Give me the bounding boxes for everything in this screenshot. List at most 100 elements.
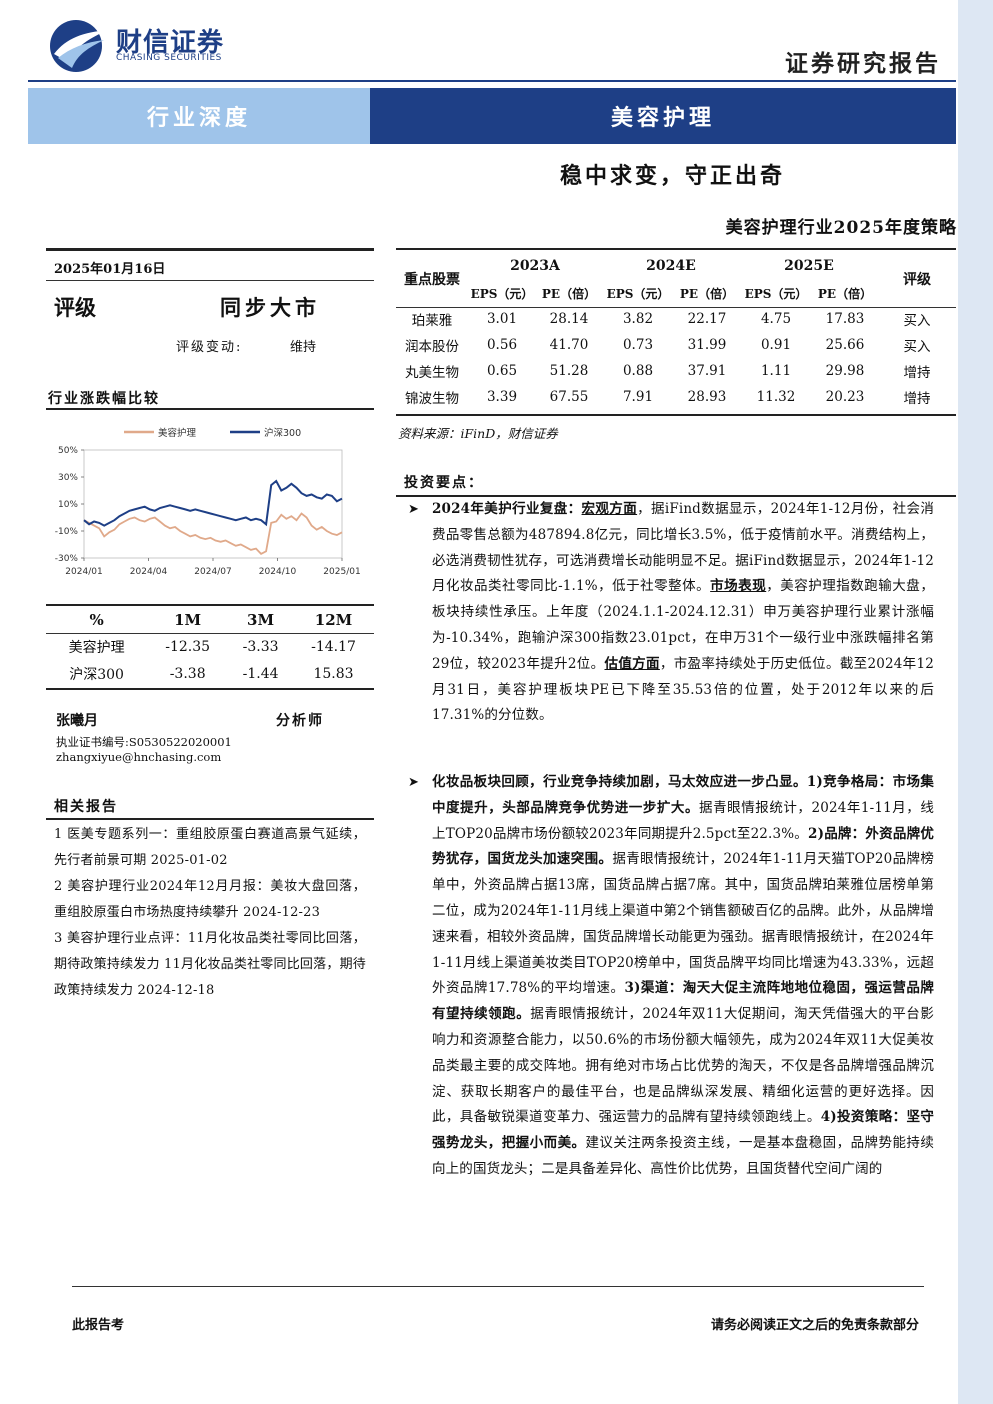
series-line-1 [83, 512, 343, 556]
perf-header-cell: 1M [174, 610, 202, 629]
related-report-3[interactable]: 3 美容护理行业点评：11月化妆品类社零同比回落，期待政策持续发力 11月化妆品… [54, 931, 366, 998]
perf-heading-rule [46, 408, 374, 410]
kp1-text-1: ，据iFind数据显示，2024年1-12月份，社会消费品零售总额为487894… [432, 501, 934, 595]
stock-cell: 31.99 [687, 337, 727, 353]
stock-cell: 润本股份 [405, 339, 459, 355]
related-report-2[interactable]: 2 美容护理行业2024年12月月报：美妆大盘回落，重组胶原蛋白市场热度持续攀升… [54, 879, 366, 920]
kp2-bold-4: 4)投资策略：坚守强势龙头，把握小而美。 [432, 1109, 934, 1152]
key-points-rule [396, 495, 956, 497]
y-tick-label: 10% [58, 500, 78, 510]
report-date: 2025年01月16日 [54, 262, 166, 277]
stock-cell: 28.93 [687, 389, 727, 405]
stock-cell: 0.65 [486, 363, 518, 379]
legend-label: 沪深300 [264, 427, 301, 439]
stock-cell: 67.55 [549, 389, 589, 405]
rating-change-label: 评级变动: [176, 340, 243, 355]
stock-column-header: 重点股票 [404, 272, 460, 288]
table-row: 锦波生物 3.39 67.55 7.91 28.93 11.32 20.23 增… [396, 384, 956, 410]
logo-name: 财信证券 [116, 28, 225, 58]
stock-cell: 28.14 [549, 311, 589, 327]
report-subtitle: 美容护理行业2025年度策略 [725, 218, 957, 238]
stock-cell: 22.17 [687, 311, 727, 327]
footer-rule [72, 1286, 924, 1287]
kp1-bold-1: 2024年美护行业复盘： [432, 501, 582, 517]
stock-cell: 3.01 [486, 311, 518, 327]
table-row: 丸美生物 0.65 51.28 0.88 37.91 1.11 29.98 增持 [396, 358, 956, 384]
sub-header-cell: PE（倍） [679, 286, 735, 301]
stock-cell: 0.88 [622, 363, 654, 379]
logo-english-name: CHASING SECURITIES [116, 53, 222, 63]
perf-header-cell: % [89, 610, 104, 629]
stock-cell: 增持 [903, 365, 931, 381]
stock-table-bottom-rule [396, 414, 956, 416]
stock-cell: 51.28 [549, 363, 589, 379]
stock-cell: 17.83 [825, 311, 865, 327]
stock-table-top-rule [396, 248, 956, 250]
year-header-2023a: 2023A [510, 258, 560, 274]
kp2-bold-3: 3)渠道：淘天大促主流阵地地位稳固，强运营品牌有望持续领跑。 [432, 980, 935, 1023]
kp2-text-1: 据青眼情报统计，2024年1-11月，线上TOP20品牌市场份额较2023年同期… [432, 799, 934, 842]
stock-table-subheader-row: EPS（元） PE（倍） EPS（元） PE（倍） EPS（元） PE（倍） [396, 280, 956, 306]
series-line-2 [83, 479, 343, 527]
company-logo: 财信证券 CHASING SECURITIES [48, 18, 248, 74]
perf-cell: 沪深300 [69, 666, 124, 683]
kp2-bold-2: 2)品牌：外资品牌优势犹存，国货龙头加速突围。 [432, 825, 934, 868]
perf-heading: 行业涨跌幅比较 [48, 391, 160, 407]
key-points-heading: 投资要点： [404, 475, 484, 491]
perf-table-top-rule [46, 604, 374, 606]
category-band: 行业深度 [28, 88, 370, 144]
table-row: 珀莱雅 3.01 28.14 3.82 22.17 4.75 17.83 买入 [396, 306, 956, 332]
footer-disclaimer: 请务必阅读正文之后的免责条款部分 [710, 1318, 919, 1333]
chart-legend: 美容护理沪深300 [124, 427, 301, 439]
stock-cell: 买入 [903, 339, 931, 355]
key-stocks-table: 重点股票 2023A 2024E 2025E 评级 EPS（元） PE（倍） E… [396, 252, 956, 410]
stock-cell: 3.82 [622, 311, 654, 327]
industry-band: 美容护理 [370, 88, 956, 144]
stock-cell: 珀莱雅 [411, 313, 453, 329]
stock-cell: 20.23 [825, 389, 865, 405]
kp1-underline-2: 市场表现 [710, 578, 767, 595]
stock-table-header-rule [396, 307, 956, 308]
stock-cell: 11.32 [756, 389, 796, 405]
x-tick-label: 2024/07 [194, 567, 231, 577]
perf-cell: -1.44 [242, 665, 279, 682]
stock-cell: 买入 [903, 313, 931, 329]
perf-cell: -14.17 [311, 638, 356, 655]
related-heading: 相关报告 [54, 799, 118, 815]
stock-cell: 25.66 [825, 337, 865, 353]
sub-header-cell: PE（倍） [817, 286, 873, 301]
related-report-1[interactable]: 1 医美专题系列一：重组胶原蛋白赛道高景气延续，先行者前景可期 2025-01-… [54, 827, 366, 868]
stock-cell: 4.75 [760, 311, 792, 327]
key-point-2: 化妆品板块回顾，行业竞争持续加剧，马太效应进一步凸显。1)竞争格局：市场集中度提… [432, 770, 934, 1183]
report-type: 证券研究报告 [785, 50, 941, 77]
chart-lines [83, 479, 343, 556]
stock-cell: 0.56 [486, 337, 518, 353]
kp2-bold-1: 化妆品板块回顾，行业竞争持续加剧，马太效应进一步凸显。1)竞争格局：市场集中度提… [432, 774, 934, 816]
related-heading-rule [46, 818, 374, 820]
perf-cell: 美容护理 [68, 639, 125, 656]
stock-cell: 增持 [903, 391, 931, 407]
left-top-rule [46, 248, 374, 251]
stock-table-header-row: 重点股票 2023A 2024E 2025E 评级 [396, 252, 956, 288]
kp2-text-3: 据青眼情报统计，2024年双11大促期间，淘天凭借强大的平台影响力和资源整合能力… [432, 1006, 934, 1126]
analyst-email[interactable]: zhangxiyue@hnchasing.com [56, 750, 222, 764]
header-rule [28, 80, 956, 82]
report-title: 稳中求变，守正出奇 [560, 163, 786, 189]
rating-column-header: 评级 [903, 272, 931, 288]
table-row: 润本股份 0.56 41.70 0.73 31.99 0.91 25.66 买入 [396, 332, 956, 358]
data-source: 资料来源：iFinD，财信证券 [398, 426, 558, 441]
analyst-cert: 执业证书编号:S0530522020001 [56, 735, 232, 749]
perf-header-cell: 12M [314, 610, 353, 629]
perf-table-header: % 1M 3M 12M [46, 606, 374, 633]
rating-label: 评级 [54, 295, 96, 320]
perf-cell: -3.33 [242, 638, 279, 655]
analyst-title: 分析师 [276, 713, 324, 729]
year-header-2024e: 2024E [646, 258, 696, 274]
stock-cell: 锦波生物 [405, 391, 459, 407]
year-header-2025e: 2025E [784, 258, 834, 274]
stock-cell: 41.70 [549, 337, 589, 353]
stock-cell: 3.39 [486, 389, 518, 405]
stock-cell: 37.91 [687, 363, 727, 379]
